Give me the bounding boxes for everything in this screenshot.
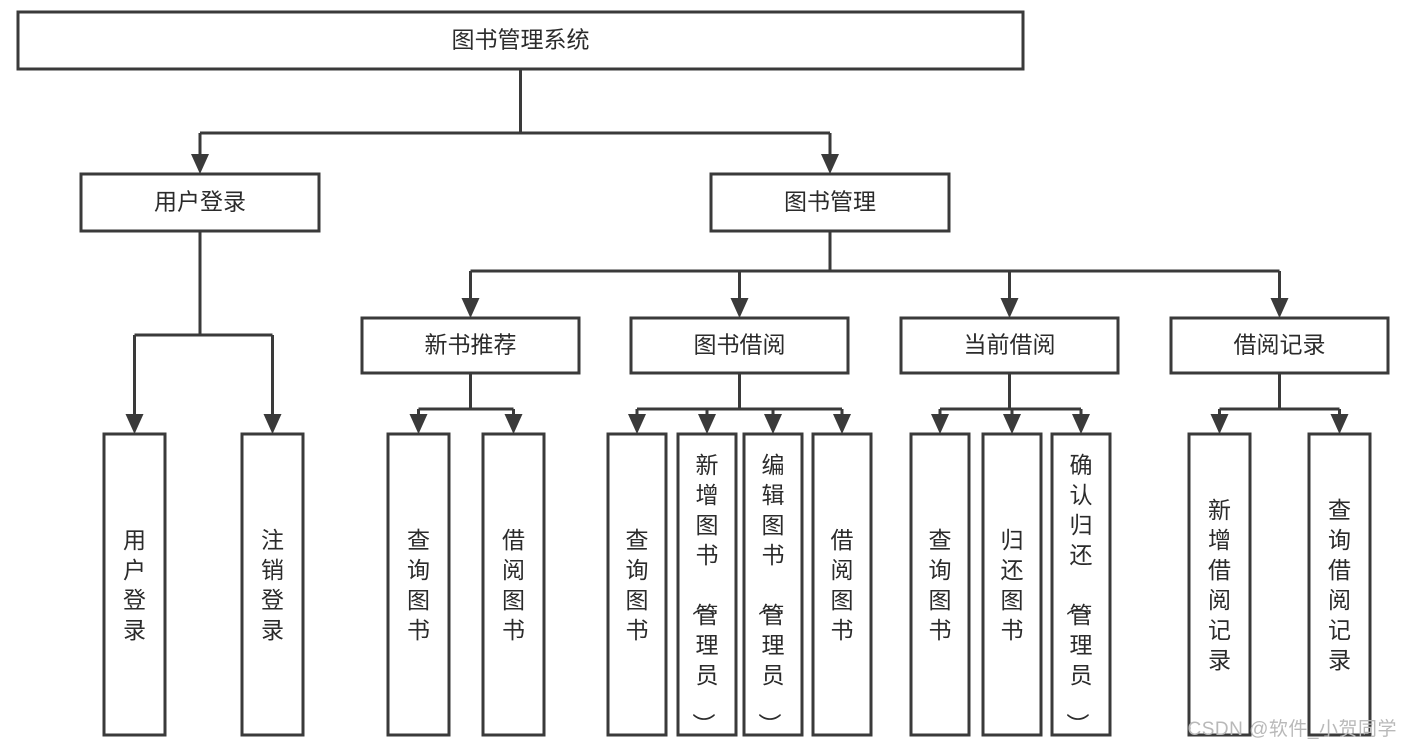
node-box[interactable]	[811, 432, 873, 737]
arrow-head	[1003, 414, 1021, 434]
node-label: 归还图书	[1001, 527, 1024, 643]
node-label: 注销登录	[261, 527, 284, 643]
node-label: 图书管理系统	[452, 27, 590, 53]
node-label: 用户登录	[154, 189, 246, 215]
node-label: 借阅图书	[831, 527, 854, 643]
node-box[interactable]	[1187, 432, 1252, 737]
connectors-layer	[125, 69, 1349, 434]
node-level3-图书借阅[interactable]: 图书借阅	[629, 316, 850, 375]
arrow-head	[1330, 414, 1349, 434]
node-label: 借阅图书	[502, 527, 525, 643]
node-box[interactable]	[899, 316, 1120, 375]
node-level2-用户登录[interactable]: 用户登录	[79, 172, 321, 233]
node-box[interactable]	[629, 316, 850, 375]
nodes-layer: 图书管理系统用户登录图书管理新书推荐图书借阅当前借阅借阅记录用户登录注销登录查询…	[16, 10, 1390, 737]
node-label: 图书管理	[784, 189, 876, 215]
arrow-head	[125, 414, 144, 434]
node-label: 查询图书	[626, 527, 649, 643]
node-leaf-12-查询借阅记录[interactable]: 查询借阅记录	[1307, 432, 1372, 737]
node-label: 图书借阅	[694, 332, 786, 358]
node-box[interactable]	[1050, 432, 1112, 737]
node-box[interactable]	[386, 432, 451, 737]
node-leaf-2-查询图书[interactable]: 查询图书	[386, 432, 451, 737]
node-box[interactable]	[606, 432, 668, 737]
node-box[interactable]	[709, 172, 951, 233]
node-label: 编辑图书（管理员）	[757, 452, 785, 736]
arrow-head	[504, 414, 523, 434]
arrow-head	[764, 414, 782, 434]
node-leaf-1-注销登录[interactable]: 注销登录	[240, 432, 305, 737]
node-leaf-8-查询图书[interactable]: 查询图书	[909, 432, 971, 737]
arrow-head	[409, 414, 428, 434]
node-leaf-0-用户登录[interactable]: 用户登录	[102, 432, 167, 737]
node-root-图书管理系统[interactable]: 图书管理系统	[16, 10, 1025, 71]
node-box[interactable]	[742, 432, 804, 737]
node-leaf-6-编辑图书管理员[interactable]: 编辑图书（管理员）	[742, 432, 804, 737]
node-level3-借阅记录[interactable]: 借阅记录	[1169, 316, 1390, 375]
node-leaf-3-借阅图书[interactable]: 借阅图书	[481, 432, 546, 737]
node-leaf-10-确认归还管理员[interactable]: 确认归还（管理员）	[1050, 432, 1112, 737]
node-box[interactable]	[1169, 316, 1390, 375]
arrow-head	[263, 414, 282, 434]
csdn-watermark: CSDN @软件_小贺同学	[1187, 719, 1397, 740]
node-label: 查询图书	[929, 527, 952, 643]
arrow-head	[698, 414, 716, 434]
node-box[interactable]	[676, 432, 738, 737]
node-level3-新书推荐[interactable]: 新书推荐	[360, 316, 581, 375]
node-box[interactable]	[909, 432, 971, 737]
node-label: 新增借阅记录	[1208, 497, 1231, 673]
node-level2-图书管理[interactable]: 图书管理	[709, 172, 951, 233]
node-box[interactable]	[981, 432, 1043, 737]
node-label: 用户登录	[123, 527, 146, 643]
node-leaf-4-查询图书[interactable]: 查询图书	[606, 432, 668, 737]
node-box[interactable]	[240, 432, 305, 737]
node-box[interactable]	[79, 172, 321, 233]
node-level3-当前借阅[interactable]: 当前借阅	[899, 316, 1120, 375]
arrow-head	[191, 154, 209, 174]
node-box[interactable]	[102, 432, 167, 737]
arrow-head	[461, 298, 480, 318]
arrow-head	[821, 154, 839, 174]
node-leaf-11-新增借阅记录[interactable]: 新增借阅记录	[1187, 432, 1252, 737]
arrow-head	[1072, 414, 1090, 434]
node-box[interactable]	[16, 10, 1025, 71]
node-label: 新增图书（管理员）	[691, 452, 719, 736]
arrow-head	[931, 414, 949, 434]
node-leaf-7-借阅图书[interactable]: 借阅图书	[811, 432, 873, 737]
node-box[interactable]	[481, 432, 546, 737]
arrow-head	[1210, 414, 1229, 434]
node-leaf-9-归还图书[interactable]: 归还图书	[981, 432, 1043, 737]
arrow-head	[1270, 298, 1289, 318]
arrow-head	[833, 414, 851, 434]
arrow-head	[730, 298, 749, 318]
node-box[interactable]	[1307, 432, 1372, 737]
node-label: 查询图书	[407, 527, 430, 643]
arrow-head	[1000, 298, 1019, 318]
node-label: 查询借阅记录	[1328, 497, 1351, 673]
node-label: 新书推荐	[425, 332, 517, 358]
node-leaf-5-新增图书管理员[interactable]: 新增图书（管理员）	[676, 432, 738, 737]
node-label: 借阅记录	[1234, 332, 1326, 358]
node-label: 确认归还（管理员）	[1065, 452, 1093, 736]
node-box[interactable]	[360, 316, 581, 375]
arrow-head	[628, 414, 646, 434]
node-label: 当前借阅	[964, 332, 1056, 358]
